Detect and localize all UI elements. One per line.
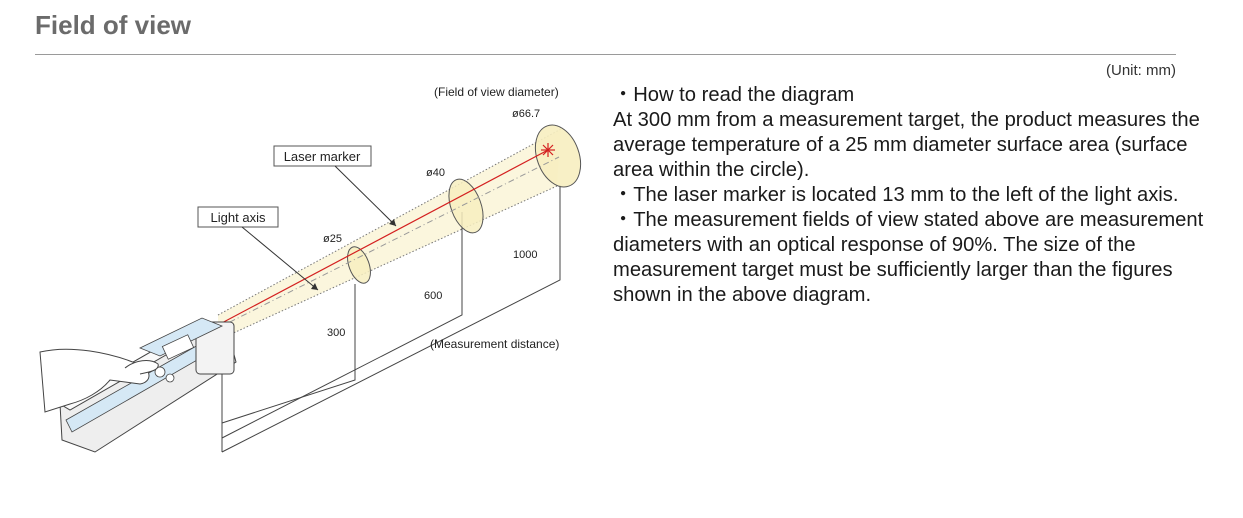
- measurement-distance-heading: (Measurement distance): [430, 337, 559, 351]
- light-axis-label: Light axis: [211, 210, 266, 225]
- laser-marker-arrowhead: [389, 219, 396, 226]
- distance-label-600: 600: [424, 290, 442, 302]
- title-divider: [35, 54, 1176, 55]
- distance-label-1000: 1000: [513, 249, 537, 261]
- hand-icon: [39, 348, 159, 413]
- floor-line-600: [221, 212, 463, 439]
- diameter-label-66-7: ø66.7: [512, 108, 540, 120]
- unit-note: (Unit: mm): [1106, 62, 1176, 79]
- fov-diameter-heading: (Field of view diameter): [434, 85, 559, 99]
- diameter-label-25: ø25: [323, 233, 342, 245]
- light-axis-leader: [241, 226, 319, 291]
- laser-marker-label: Laser marker: [284, 149, 361, 164]
- light-axis-arrowhead: [311, 283, 318, 290]
- laser-spot-icon: [541, 143, 555, 157]
- notes-section: ・How to read the diagram At 300 mm from …: [613, 83, 1213, 308]
- laser-beam: [217, 149, 549, 326]
- distance-label-300: 300: [327, 327, 345, 339]
- floor-line-300: [221, 284, 356, 424]
- fov-circle-25: [347, 246, 371, 284]
- laser-marker-label-box: [273, 145, 372, 167]
- note-optical-response: ・The measurement fields of view stated a…: [613, 209, 1204, 306]
- page-title: Field of view: [35, 10, 192, 40]
- field-of-view-diagram: Laser marker Light axis (Field of view d…: [39, 85, 582, 453]
- note-reading-explanation: At 300 mm from a measurement target, the…: [613, 109, 1200, 181]
- light-axis-label-box: [197, 206, 279, 228]
- note-heading: ・How to read the diagram: [613, 84, 855, 106]
- fov-circle-66-7: [534, 124, 582, 188]
- light-axis-line: [217, 156, 560, 329]
- laser-marker-leader: [334, 165, 397, 227]
- note-laser-offset: ・The laser marker is located 13 mm to th…: [613, 184, 1179, 206]
- cone-bottom-edge: [217, 185, 558, 341]
- diameter-label-40: ø40: [426, 167, 445, 179]
- floor-line-1000: [221, 185, 561, 453]
